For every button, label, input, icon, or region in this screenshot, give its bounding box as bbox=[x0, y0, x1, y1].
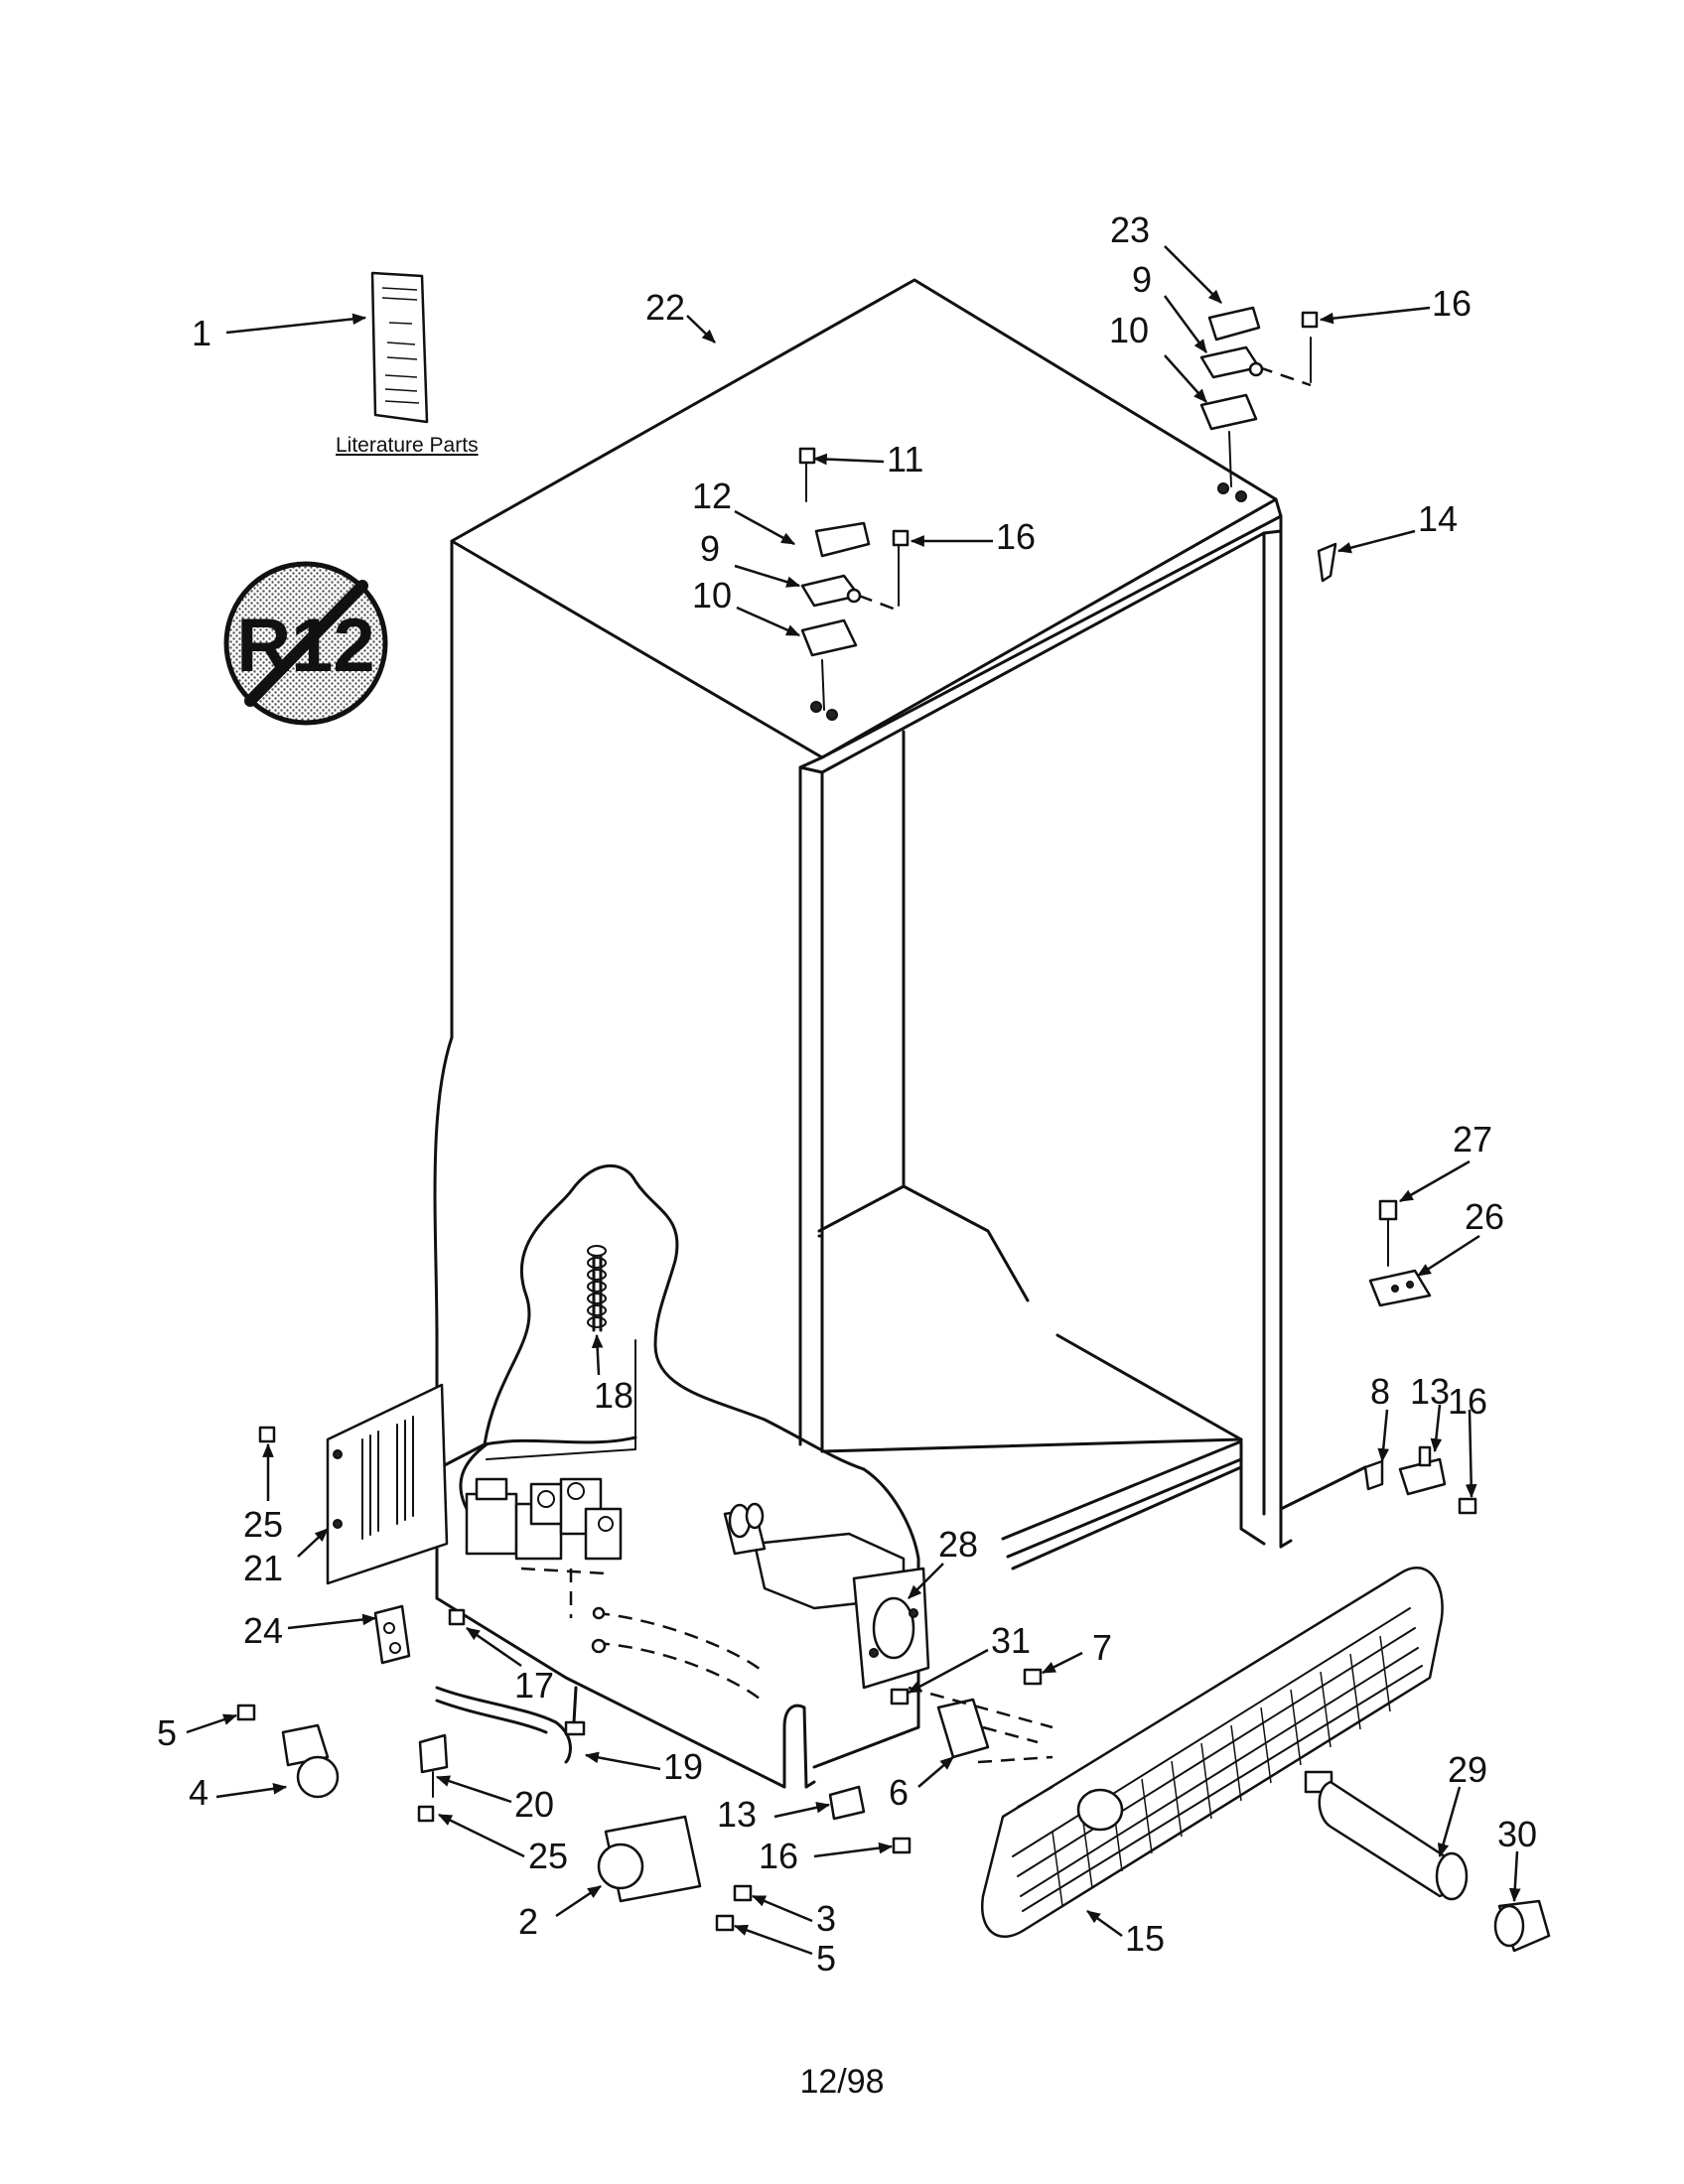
bracket-13-bottom bbox=[828, 1785, 912, 1854]
filter-cap-30 bbox=[1493, 1899, 1551, 1953]
literature-parts-1 bbox=[370, 271, 429, 424]
callout-16-right: 16 bbox=[1448, 1381, 1487, 1422]
drain-tube-18 bbox=[587, 1245, 607, 1332]
dashed-tubing bbox=[591, 1606, 766, 1704]
callout-17: 17 bbox=[514, 1665, 554, 1706]
clip-14 bbox=[1317, 542, 1337, 583]
bracket-6 bbox=[936, 1698, 1039, 1759]
callout-16-top-left: 16 bbox=[996, 516, 1036, 557]
hinge-26-27 bbox=[1368, 1199, 1432, 1307]
cabinet bbox=[435, 278, 1367, 1600]
screw-31 bbox=[890, 1688, 910, 1706]
callout-22: 22 bbox=[645, 287, 685, 328]
callout-9-top-right: 9 bbox=[1132, 259, 1152, 300]
callout-26: 26 bbox=[1465, 1196, 1504, 1237]
screw-7 bbox=[1023, 1668, 1043, 1686]
dashed-guide bbox=[908, 1686, 1053, 1729]
callout-31: 31 bbox=[991, 1620, 1031, 1661]
no-r12-badge: R12 bbox=[223, 561, 388, 726]
callout-14: 14 bbox=[1418, 498, 1458, 539]
callout-10-top-left: 10 bbox=[692, 575, 732, 615]
caster-4 bbox=[236, 1704, 340, 1799]
callout-7: 7 bbox=[1092, 1627, 1112, 1668]
callout-24: 24 bbox=[243, 1610, 283, 1651]
drain-tube-19-20 bbox=[417, 1686, 586, 1823]
caster-2 bbox=[597, 1815, 753, 1932]
footer-date: 12/98 bbox=[799, 2063, 884, 2101]
callout-19: 19 bbox=[663, 1746, 703, 1787]
callout-29: 29 bbox=[1448, 1749, 1487, 1790]
callout-30: 30 bbox=[1497, 1814, 1537, 1854]
water-valve-assembly bbox=[465, 1477, 623, 1618]
leader-arrows bbox=[186, 245, 1521, 1956]
callout-27: 27 bbox=[1453, 1119, 1492, 1160]
callout-6: 6 bbox=[889, 1772, 909, 1813]
callout-labels: 1 22 23 9 16 10 11 12 16 9 10 14 27 26 8… bbox=[157, 209, 1537, 1979]
screw-17 bbox=[448, 1608, 466, 1626]
callout-16-top-right: 16 bbox=[1432, 283, 1472, 324]
callout-9-top-left: 9 bbox=[700, 528, 720, 569]
callout-18: 18 bbox=[594, 1375, 633, 1416]
callout-25-upper: 25 bbox=[243, 1504, 283, 1545]
callout-13-right: 13 bbox=[1410, 1371, 1450, 1412]
clamp-24 bbox=[373, 1604, 411, 1665]
callout-5-bottom: 5 bbox=[816, 1938, 836, 1979]
callout-11: 11 bbox=[887, 439, 923, 479]
callout-10-top-right: 10 bbox=[1109, 310, 1149, 350]
callout-8: 8 bbox=[1370, 1371, 1390, 1412]
bracket-8-13-16 bbox=[1363, 1445, 1477, 1515]
callout-16-bottom: 16 bbox=[759, 1836, 798, 1876]
literature-label: Literature Parts bbox=[336, 434, 479, 457]
callout-28: 28 bbox=[938, 1524, 978, 1565]
fill-tube-28 bbox=[723, 1502, 930, 1690]
callout-20: 20 bbox=[514, 1784, 554, 1825]
top-hinge-right bbox=[1199, 306, 1319, 502]
machine-compartment-cutaway bbox=[433, 1035, 920, 1789]
callout-1: 1 bbox=[192, 313, 211, 353]
callout-4: 4 bbox=[189, 1772, 209, 1813]
cover-plate-21 bbox=[326, 1383, 449, 1585]
callout-12: 12 bbox=[692, 476, 732, 516]
callout-2: 2 bbox=[518, 1901, 538, 1942]
dashed-guide-2 bbox=[977, 1755, 1053, 1764]
callout-15: 15 bbox=[1125, 1918, 1165, 1959]
callout-13-bottom: 13 bbox=[717, 1794, 757, 1835]
callout-25-lower: 25 bbox=[528, 1836, 568, 1876]
callout-5-left: 5 bbox=[157, 1712, 177, 1753]
callout-3: 3 bbox=[816, 1898, 836, 1939]
water-filter-29 bbox=[1304, 1770, 1469, 1901]
callout-21: 21 bbox=[243, 1548, 283, 1588]
top-hinge-left bbox=[798, 447, 910, 721]
screw-25-upper bbox=[258, 1426, 276, 1443]
toe-grille-15 bbox=[980, 1567, 1444, 1938]
callout-23: 23 bbox=[1110, 209, 1150, 250]
